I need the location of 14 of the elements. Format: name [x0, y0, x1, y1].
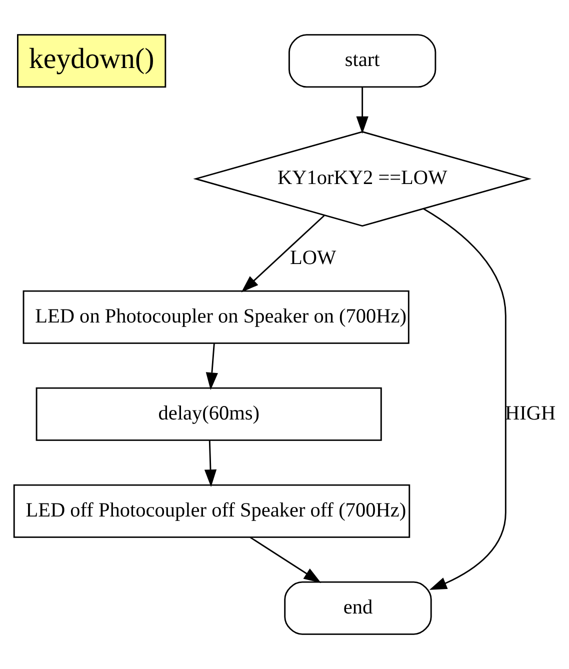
arrow	[241, 214, 325, 292]
node-box: start	[288, 34, 436, 88]
edge-label: LOW	[290, 246, 336, 269]
arrow	[204, 440, 217, 487]
node-box: keydown()	[17, 34, 166, 88]
arrow	[206, 343, 218, 390]
node-box: end	[284, 581, 432, 635]
node-box: LED on Photocoupler on Speaker on (700Hz)	[22, 290, 410, 344]
node-box: delay(60ms)	[36, 387, 382, 441]
arrow	[423, 208, 506, 590]
node-diamond: KY1orKY2 ==LOW	[193, 131, 532, 227]
arrow	[356, 87, 368, 134]
node-box: LED off Photocoupler off Speaker off (700Hz)	[13, 484, 410, 538]
arrow	[250, 536, 322, 583]
